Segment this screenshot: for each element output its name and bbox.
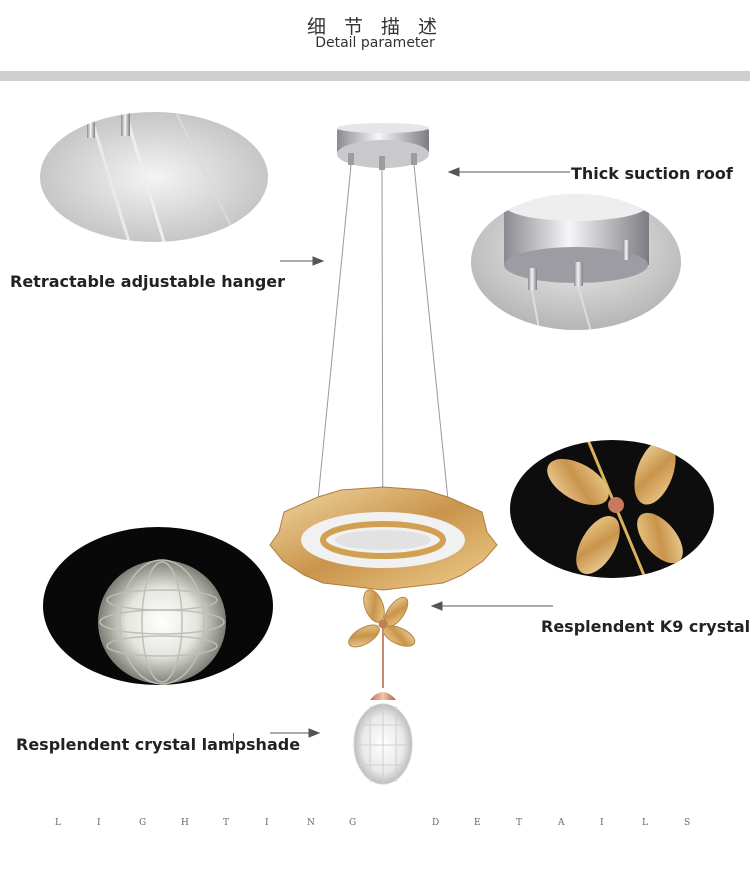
footer-letter: I xyxy=(97,818,101,828)
footer-letter: S xyxy=(684,818,691,828)
k9-crystal-detail-image xyxy=(510,440,714,578)
footer-letter: D xyxy=(432,818,440,828)
footer-letter: G xyxy=(349,818,357,828)
pendant-stem xyxy=(370,628,396,700)
footer-letter: E xyxy=(474,818,481,828)
callout-k9-crystal: Resplendent K9 crystal xyxy=(541,617,750,636)
footer-letter: I xyxy=(600,818,604,828)
footer-letter: H xyxy=(181,818,189,828)
callout-arrows xyxy=(270,167,570,738)
callout-thick-suction-roof: Thick suction roof xyxy=(571,164,733,183)
footer-letter: T xyxy=(516,818,523,828)
text-cursor xyxy=(233,733,234,743)
footer-letter: T xyxy=(223,818,230,828)
hanger-detail-image xyxy=(40,112,268,242)
ceiling-base-detail-image xyxy=(471,194,681,330)
section-title-chinese: 细 节 描 述 xyxy=(306,16,444,38)
crystal-lampshade xyxy=(353,703,413,785)
ceiling-canopy xyxy=(337,123,429,170)
footer-letter: N xyxy=(307,818,315,828)
section-title-english: Detail parameter xyxy=(315,35,435,51)
footer-letter: G xyxy=(139,818,147,828)
header-divider xyxy=(0,71,750,81)
callout-crystal-lampshade: Resplendent crystal lampshade xyxy=(16,735,301,754)
lampshade-detail-image xyxy=(43,527,273,685)
footer-letter: L xyxy=(55,818,61,828)
callout-adjustable-hanger: Retractable adjustable hanger xyxy=(10,272,286,291)
footer-lighting-details: L I G H T I N G D E T A I L S xyxy=(55,818,705,832)
crystal-ring xyxy=(269,486,498,591)
crystal-flower xyxy=(348,589,416,648)
footer-letter: I xyxy=(265,818,269,828)
footer-letter: A xyxy=(558,818,565,828)
footer-letter: L xyxy=(642,818,648,828)
